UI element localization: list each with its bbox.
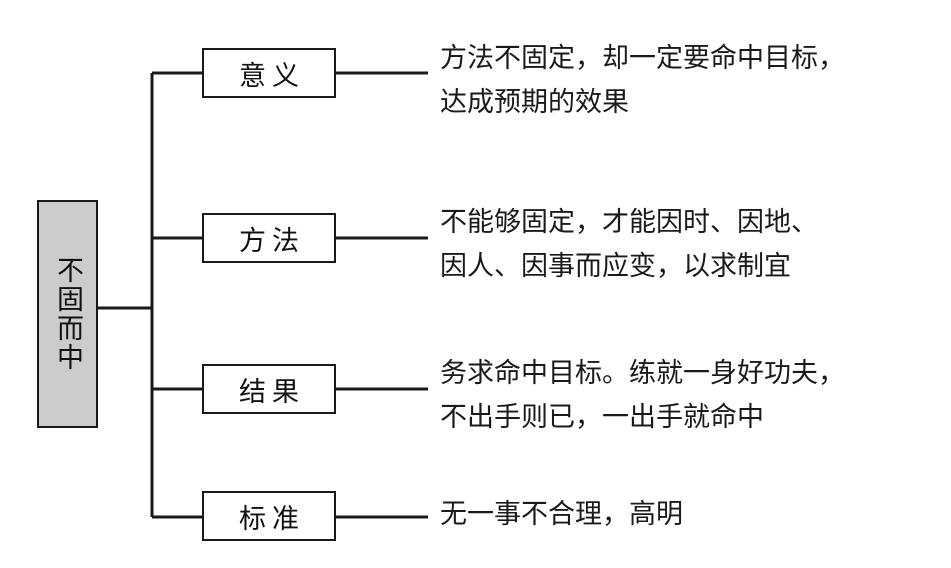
branch-box-biaozhun[interactable]: 标准 <box>202 491 336 541</box>
description-line: 务求命中目标。练就一身好功夫， <box>440 358 845 388</box>
root-node-label: 不固而中 <box>52 256 83 372</box>
description-line: 因人、因事而应变，以求制宜 <box>440 251 791 281</box>
description-line: 无一事不合理，高明 <box>440 499 683 529</box>
description-line: 方法不固定，却一定要命中目标， <box>440 43 845 73</box>
description-line: 不出手则已，一出手就命中 <box>440 402 764 432</box>
description-line: 达成预期的效果 <box>440 87 629 117</box>
branch-box-yiyi[interactable]: 意义 <box>202 48 336 98</box>
branch-box-label: 结果 <box>239 376 305 407</box>
root-node[interactable]: 不固而中 <box>37 200 98 428</box>
branch-box-label: 标准 <box>239 503 305 534</box>
branch-description-yiyi: 方法不固定，却一定要命中目标， 达成预期的效果 <box>440 36 945 124</box>
branch-box-fangfa[interactable]: 方法 <box>202 213 336 263</box>
branch-description-biaozhun: 无一事不合理，高明 <box>440 492 945 536</box>
branch-description-fangfa: 不能够固定，才能因时、因地、 因人、因事而应变，以求制宜 <box>440 200 945 288</box>
branch-box-jieguo[interactable]: 结果 <box>202 364 336 414</box>
branch-box-label: 意义 <box>239 60 305 91</box>
description-line: 不能够固定，才能因时、因地、 <box>440 207 818 237</box>
branch-box-label: 方法 <box>239 225 305 256</box>
branch-description-jieguo: 务求命中目标。练就一身好功夫， 不出手则已，一出手就命中 <box>440 351 945 439</box>
